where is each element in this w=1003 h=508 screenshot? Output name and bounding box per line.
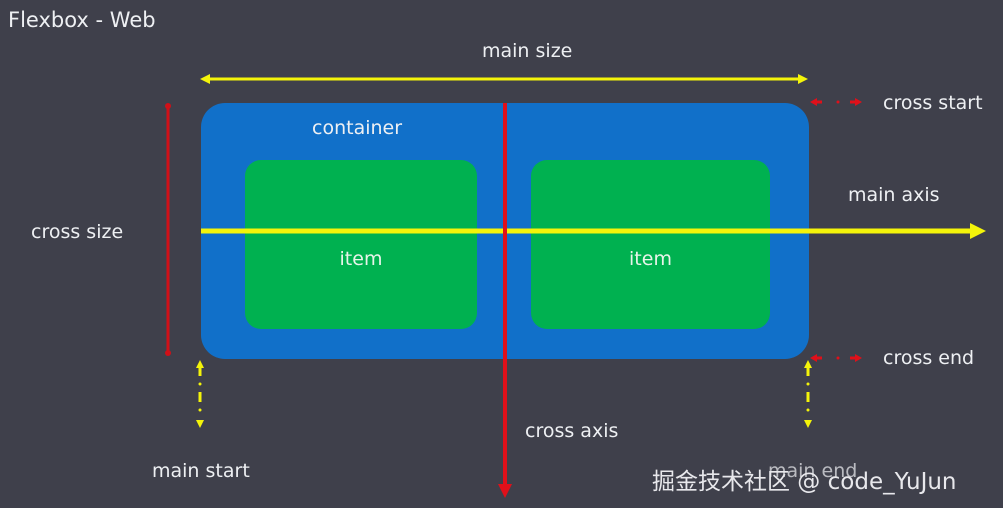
main-end-arrow-icon [804,360,812,428]
item-label: item [339,248,383,270]
main-axis-arrow-icon [201,223,986,239]
cross-size-label: cross size [31,221,124,243]
main-size-label: main size [482,40,573,62]
cross-size-line-icon [165,103,171,356]
main-start-arrow-icon [196,360,204,428]
item-label: item [629,248,672,270]
flex-item-1: item [245,160,477,329]
main-size-arrow-icon [200,74,808,84]
cross-start-arrow-icon [810,98,862,106]
cross-end-label: cross end [883,347,975,369]
container-label: container [312,117,403,139]
cross-end-arrow-icon [810,354,862,362]
watermark: 掘金技术社区 @ code_YuJun [652,469,957,495]
cross-axis-arrow-icon [498,103,512,498]
cross-axis-label: cross axis [525,420,619,442]
main-end-label: main end [768,460,858,482]
diagram-title: Flexbox - Web [8,8,156,32]
main-start-label: main start [152,460,250,482]
cross-start-label: cross start [883,92,983,114]
main-axis-label: main axis [848,184,940,206]
flex-item-2: item [531,160,770,329]
